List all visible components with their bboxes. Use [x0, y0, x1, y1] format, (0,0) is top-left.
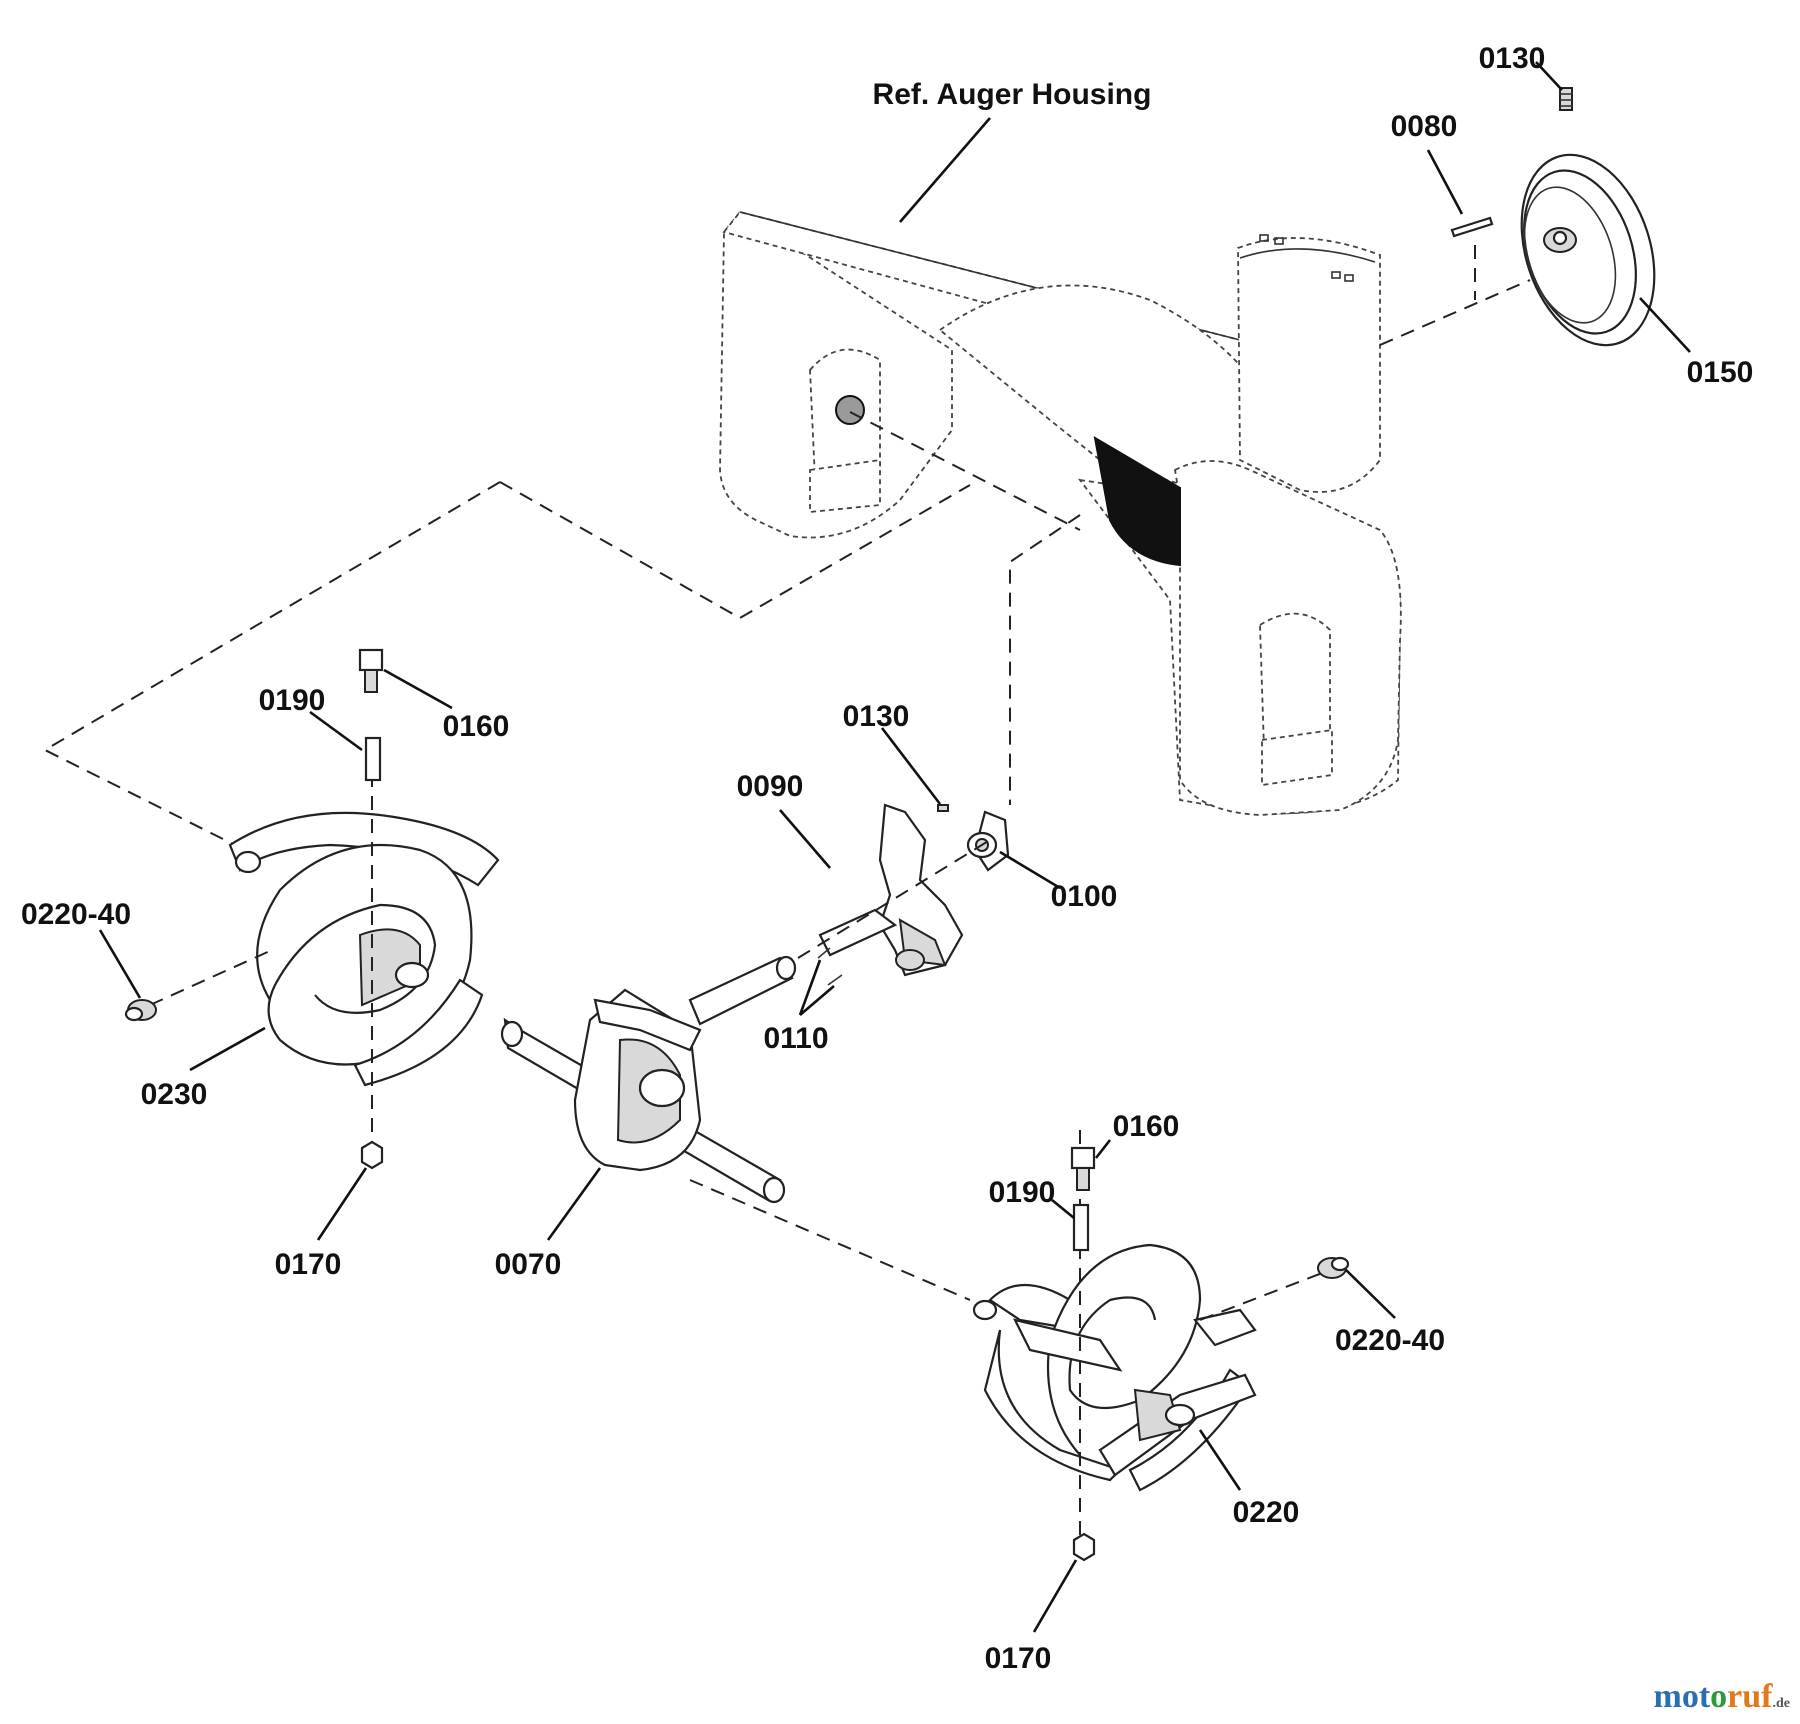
callout-0110: 0110: [763, 1022, 828, 1055]
callout-0220: 0220: [1233, 1496, 1300, 1529]
callout-0170-right: 0170: [985, 1642, 1052, 1675]
pin-left: [364, 736, 382, 782]
callout-0100: 0100: [1051, 880, 1118, 913]
screws-0110: [817, 947, 843, 986]
watermark-logo: motoruf.de: [1654, 1678, 1790, 1716]
set-screw-top: [1559, 87, 1573, 111]
nut-left: [360, 1140, 384, 1170]
impeller: [818, 803, 964, 977]
callout-0170-left: 0170: [275, 1248, 342, 1281]
pulley: [1520, 153, 1656, 347]
key-0080: [1450, 216, 1494, 238]
bolt-left: [358, 648, 384, 693]
grease-fitting-right: [1317, 1256, 1350, 1279]
watermark-part2: o: [1710, 1678, 1728, 1715]
callout-labels: 0130 0080 0150 0190 0160 0130 0090 0100 …: [21, 42, 1753, 1675]
gearbox: [573, 988, 702, 1172]
auger-housing: [719, 210, 1402, 816]
callout-0160-left: 0160: [443, 710, 510, 743]
bearing-flange: [966, 810, 1010, 872]
housing-leader: [899, 117, 991, 223]
callout-0130-top: 0130: [1479, 42, 1546, 75]
callout-0080: 0080: [1391, 110, 1458, 143]
set-screw-mid: [937, 804, 949, 812]
watermark-part1: mot: [1653, 1678, 1711, 1715]
callout-0220-40-right: 0220-40: [1335, 1324, 1445, 1357]
callout-0230: 0230: [141, 1078, 208, 1111]
callout-0190-right: 0190: [989, 1176, 1056, 1209]
nut-right: [1072, 1532, 1096, 1562]
bolt-right: [1070, 1146, 1096, 1191]
pin-right: [1072, 1203, 1090, 1252]
callout-0160-right: 0160: [1113, 1110, 1180, 1143]
callout-0190-left: 0190: [259, 684, 326, 717]
right-auger-spiral: [972, 1243, 1257, 1492]
housing-label: Ref. Auger Housing: [873, 78, 1152, 111]
callout-0150: 0150: [1687, 356, 1754, 389]
callout-0220-40-left: 0220-40: [21, 898, 131, 931]
watermark-part3: ruf: [1727, 1678, 1773, 1715]
left-auger-spiral: [228, 811, 500, 1087]
callout-0130-mid: 0130: [843, 700, 910, 733]
leader-lines: [98, 61, 1691, 1633]
callout-0070: 0070: [495, 1248, 562, 1281]
watermark-suffix: .de: [1772, 1696, 1791, 1711]
grease-fitting-left: [124, 999, 157, 1022]
callout-0090: 0090: [737, 770, 804, 803]
